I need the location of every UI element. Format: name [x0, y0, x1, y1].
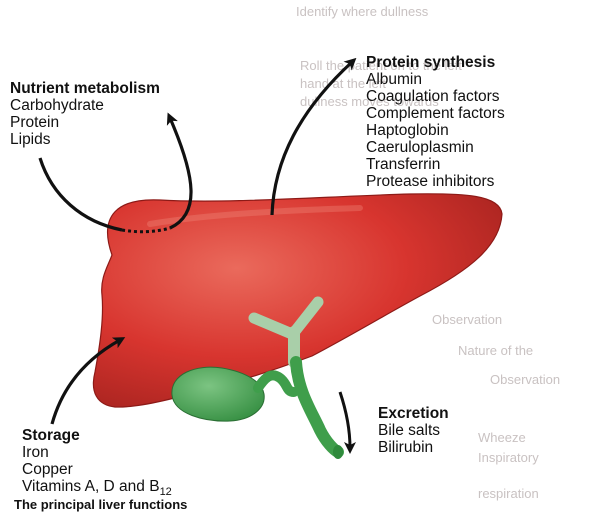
arrow-excretion — [340, 392, 350, 448]
excretion-label: Excretion Bile salts Bilirubin — [378, 405, 449, 456]
storage-item: Iron — [22, 444, 172, 461]
storage-vitamins-text: Vitamins A, D and B — [22, 478, 160, 495]
common-bile-duct — [296, 362, 338, 452]
excretion-item: Bile salts — [378, 422, 449, 439]
protein-item: Caeruloplasmin — [366, 139, 505, 156]
arrow-protein — [272, 62, 352, 215]
excretion-item: Bilirubin — [378, 439, 449, 456]
storage-label: Storage Iron Copper Vitamins A, D and B1… — [22, 427, 172, 501]
storage-title: Storage — [22, 427, 172, 444]
protein-item: Albumin — [366, 71, 505, 88]
nutrient-metabolism-label: Nutrient metabolism Carbohydrate Protein… — [10, 80, 160, 148]
figure-caption: The principal liver functions — [14, 497, 187, 512]
nutrient-item: Protein — [10, 114, 160, 131]
nutrient-item: Carbohydrate — [10, 97, 160, 114]
protein-item: Coagulation factors — [366, 88, 505, 105]
protein-item: Transferrin — [366, 156, 505, 173]
cystic-duct — [258, 375, 294, 392]
protein-item: Complement factors — [366, 105, 505, 122]
duct-opening — [333, 445, 343, 459]
protein-title: Protein synthesis — [366, 54, 505, 71]
protein-synthesis-label: Protein synthesis Albumin Coagulation fa… — [366, 54, 505, 190]
storage-item: Copper — [22, 461, 172, 478]
nutrient-title: Nutrient metabolism — [10, 80, 160, 97]
nutrient-item: Lipids — [10, 131, 160, 148]
protein-item: Protease inhibitors — [366, 173, 505, 190]
protein-item: Haptoglobin — [366, 122, 505, 139]
excretion-title: Excretion — [378, 405, 449, 422]
